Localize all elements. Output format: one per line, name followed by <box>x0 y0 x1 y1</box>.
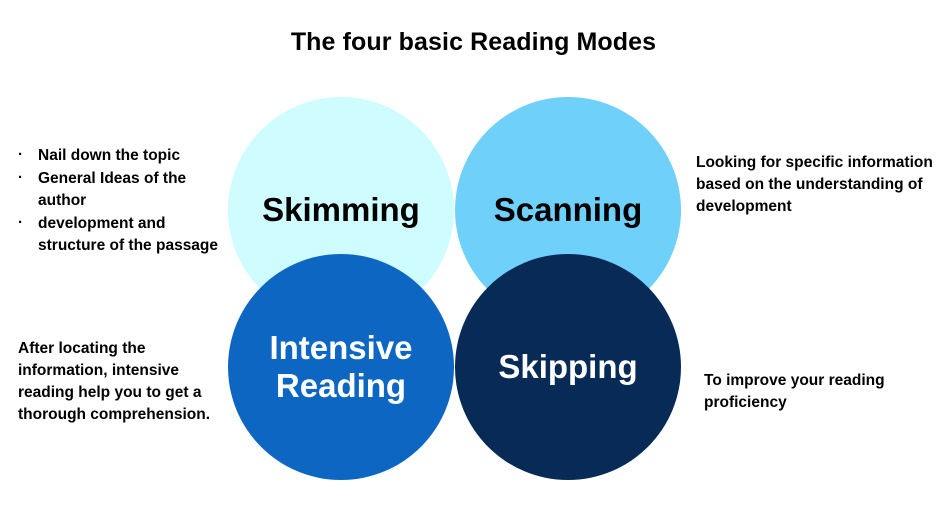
note-intensive-reading-text: After locating the information, intensiv… <box>18 340 211 423</box>
note-intensive-reading: After locating the information, intensiv… <box>18 338 214 426</box>
list-item: · General Ideas of the author <box>16 168 226 212</box>
circle-intensive-reading[interactable]: Intensive Reading <box>228 254 454 480</box>
circle-label-intensive-reading: Intensive Reading <box>269 328 413 404</box>
note-skipping-text: To improve your reading proficiency <box>704 372 885 411</box>
circle-skipping[interactable]: Skipping <box>455 254 681 480</box>
page-title: The four basic Reading Modes <box>290 28 657 56</box>
bullet-dot-icon: · <box>18 146 23 163</box>
list-item-label: development and structure of the passage <box>38 215 219 254</box>
circle-label-skimming: Skimming <box>262 190 420 228</box>
bullet-dot-icon: · <box>18 169 23 186</box>
circle-label-scanning: Scanning <box>493 190 643 228</box>
note-skipping: To improve your reading proficiency <box>704 370 940 414</box>
list-item-label: General Ideas of the author <box>38 170 187 209</box>
skimming-bullet-list: · Nail down the topic · General Ideas of… <box>16 145 226 257</box>
bullet-dot-icon: · <box>18 214 23 231</box>
note-scanning-text: Looking for specific information based o… <box>696 154 933 215</box>
list-item: · Nail down the topic <box>16 145 226 167</box>
note-scanning: Looking for specific information based o… <box>696 152 936 218</box>
list-item-label: Nail down the topic <box>38 147 181 164</box>
note-skimming: · Nail down the topic · General Ideas of… <box>16 145 226 258</box>
circle-label-skipping: Skipping <box>498 347 638 385</box>
list-item: · development and structure of the passa… <box>16 213 226 257</box>
